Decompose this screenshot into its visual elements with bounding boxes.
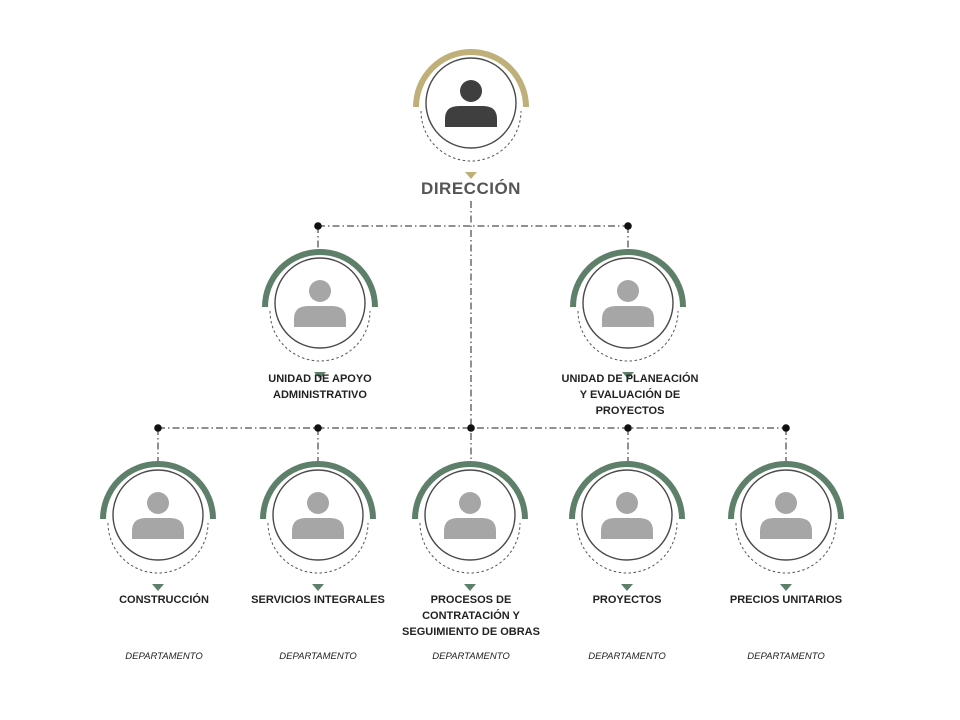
dashed-ring <box>107 522 209 574</box>
accent-arc <box>412 461 528 520</box>
department-type-label: DEPARTAMENTO <box>125 651 203 662</box>
pointer-triangle-icon <box>312 584 324 591</box>
junction-dot <box>314 222 322 230</box>
avatar-frame <box>424 469 516 561</box>
person-icon <box>760 492 812 539</box>
direccion-node <box>413 49 529 179</box>
junction-dot <box>314 424 322 432</box>
avatar-frame <box>740 469 832 561</box>
dashed-ring <box>269 310 371 362</box>
person-icon <box>445 80 497 127</box>
procesos-contratacion-node <box>412 461 528 591</box>
junction-dot <box>467 424 475 432</box>
avatar-frame <box>425 57 517 149</box>
accent-arc <box>100 461 216 520</box>
pointer-triangle-icon <box>314 372 326 379</box>
proyectos-title: PROYECTOS <box>592 594 662 606</box>
department-type-label: DEPARTAMENTO <box>279 651 357 662</box>
unidad-planeacion-title: UNIDAD DE PLANEACIÓN Y EVALUACIÓN DE PRO… <box>561 373 699 417</box>
pointer-triangle-icon <box>465 172 477 179</box>
person-icon <box>444 492 496 539</box>
construccion-title: CONSTRUCCIÓN <box>119 594 209 606</box>
accent-arc <box>569 461 685 520</box>
accent-arc <box>262 249 378 308</box>
connector-lines <box>157 201 787 462</box>
pointer-triangle-icon <box>464 584 476 591</box>
dashed-ring <box>576 522 678 574</box>
junction-dot <box>782 424 790 432</box>
pointer-triangle-icon <box>621 584 633 591</box>
junction-dot <box>154 424 162 432</box>
servicios-integrales-node <box>260 461 376 591</box>
dashed-ring <box>267 522 369 574</box>
person-icon <box>601 492 653 539</box>
dashed-ring <box>420 110 522 162</box>
direccion-title: DIRECCIÓN <box>421 179 521 198</box>
dashed-ring <box>577 310 679 362</box>
junction-dot <box>624 424 632 432</box>
junction-dot <box>624 222 632 230</box>
accent-arc <box>413 49 529 108</box>
precios-unitarios-title: PRECIOS UNITARIOS <box>729 594 843 606</box>
department-type-label: DEPARTAMENTO <box>747 651 825 662</box>
construccion-node <box>100 461 216 591</box>
dashed-ring <box>419 522 521 574</box>
pointer-triangle-icon <box>152 584 164 591</box>
person-icon <box>294 280 346 327</box>
person-icon <box>292 492 344 539</box>
proyectos-node <box>569 461 685 591</box>
accent-arc <box>728 461 844 520</box>
connector-dots <box>154 222 790 432</box>
accent-arc <box>260 461 376 520</box>
avatar-frame <box>274 257 366 349</box>
servicios-integrales-title: SERVICIOS INTEGRALES <box>251 594 385 606</box>
org-nodes <box>100 49 844 591</box>
unidad-apoyo-title: UNIDAD DE APOYO ADMINISTRATIVO <box>268 373 372 401</box>
unidad-apoyo-node <box>262 249 378 379</box>
person-icon <box>132 492 184 539</box>
unidad-planeacion-node <box>570 249 686 379</box>
dashed-ring <box>735 522 837 574</box>
avatar-frame <box>582 257 674 349</box>
avatar-frame <box>581 469 673 561</box>
pointer-triangle-icon <box>622 372 634 379</box>
precios-unitarios-node <box>728 461 844 591</box>
accent-arc <box>570 249 686 308</box>
person-icon <box>602 280 654 327</box>
department-type-label: DEPARTAMENTO <box>588 651 666 662</box>
pointer-triangle-icon <box>780 584 792 591</box>
procesos-contratacion-title: PROCESOS DE CONTRATACIÓN Y SEGUIMIENTO D… <box>402 594 540 638</box>
avatar-frame <box>112 469 204 561</box>
department-type-label: DEPARTAMENTO <box>432 651 510 662</box>
avatar-frame <box>272 469 364 561</box>
